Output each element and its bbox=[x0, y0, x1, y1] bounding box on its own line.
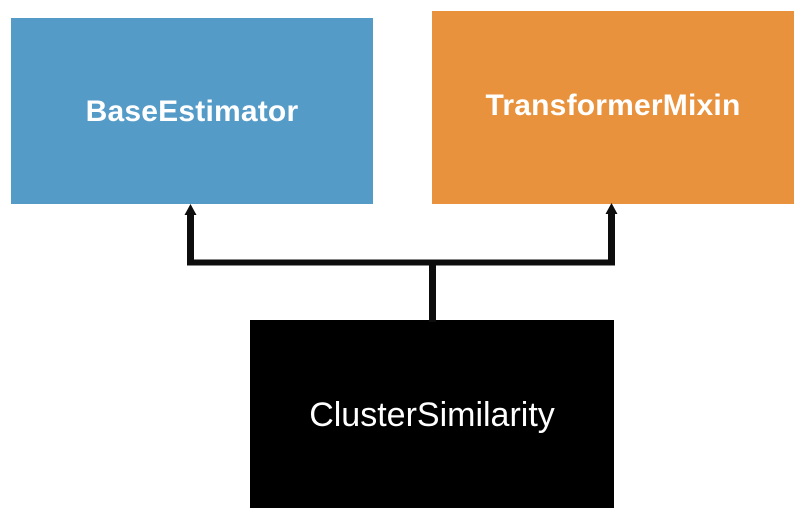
class-node-label: ClusterSimilarity bbox=[309, 396, 555, 435]
class-node-transformer-mixin[interactable]: TransformerMixin bbox=[432, 11, 794, 204]
class-node-base-estimator[interactable]: BaseEstimator bbox=[11, 18, 373, 204]
class-node-label: BaseEstimator bbox=[85, 94, 299, 128]
arrowhead-up-icon bbox=[184, 204, 197, 215]
inheritance-edge-to-base-estimator bbox=[184, 204, 197, 262]
arrowhead-up-icon bbox=[605, 203, 618, 214]
class-node-cluster-similarity[interactable]: ClusterSimilarity bbox=[250, 320, 614, 508]
class-node-label: TransformerMixin bbox=[485, 89, 741, 122]
inheritance-edge-to-transformer-mixin bbox=[605, 203, 618, 262]
